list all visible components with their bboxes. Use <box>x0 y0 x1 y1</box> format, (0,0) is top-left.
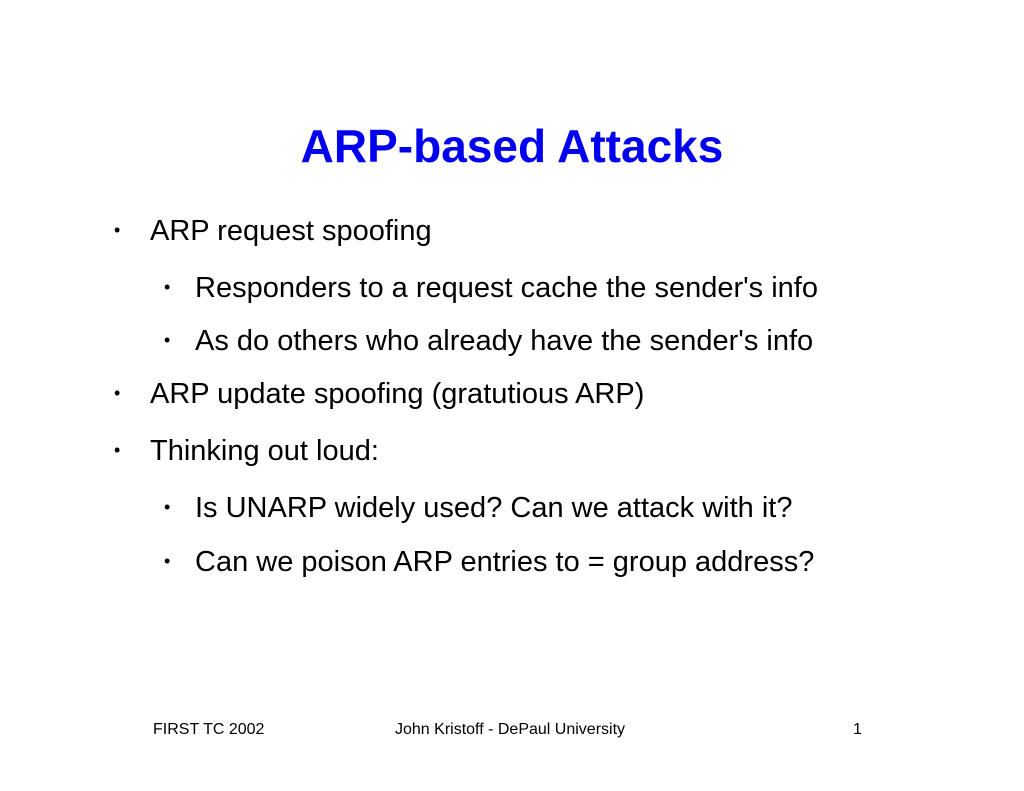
bullet-dot-icon: • <box>164 277 171 297</box>
bullet-text: Is UNARP widely used? Can we attack with… <box>195 492 793 524</box>
bullet-text: As do others who already have the sender… <box>195 325 814 357</box>
bullet-text: ARP request spoofing <box>150 215 432 247</box>
sub-bullet-item: • Can we poison ARP entries to = group a… <box>164 546 814 579</box>
bullet-text: ARP update spoofing (gratutious ARP) <box>150 378 645 410</box>
bullet-text: Responders to a request cache the sender… <box>195 272 818 304</box>
bullet-item: • Thinking out loud: <box>114 435 379 468</box>
sub-bullet-item: • As do others who already have the send… <box>164 325 813 358</box>
bullet-dot-icon: • <box>114 220 121 240</box>
slide-title: ARP-based Attacks <box>300 120 724 172</box>
bullet-text: Can we poison ARP entries to = group add… <box>195 546 815 578</box>
bullet-item: • ARP update spoofing (gratutious ARP) <box>114 378 644 411</box>
bullet-text: Thinking out loud: <box>150 435 379 467</box>
bullet-dot-icon: • <box>114 440 121 460</box>
sub-bullet-item: • Is UNARP widely used? Can we attack wi… <box>164 492 792 525</box>
footer-conference: FIRST TC 2002 <box>153 721 265 738</box>
bullet-dot-icon: • <box>164 551 171 571</box>
footer-page-number: 1 <box>853 721 862 738</box>
bullet-dot-icon: • <box>114 383 121 403</box>
bullet-item: • ARP request spoofing <box>114 215 432 248</box>
bullet-dot-icon: • <box>164 497 171 517</box>
sub-bullet-item: • Responders to a request cache the send… <box>164 272 818 305</box>
bullet-dot-icon: • <box>164 330 171 350</box>
footer-author: John Kristoff - DePaul University <box>395 721 626 738</box>
